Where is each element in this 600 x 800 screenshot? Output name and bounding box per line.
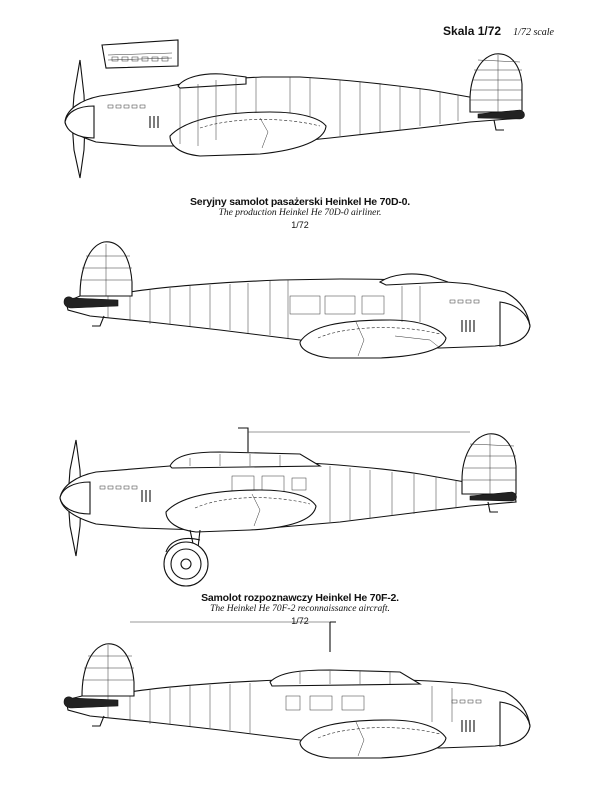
caption-title-pl: Samolot rozpoznawczy Heinkel He 70F-2. [201,592,399,604]
caption-title-en: The Heinkel He 70F-2 reconnaissance airc… [210,604,390,614]
caption-scale: 1/72 [291,616,309,626]
he70d0-left-profile [64,39,525,179]
scale-label-en: 1/72 scale [513,27,554,38]
he70f2-left-profile [59,427,517,587]
caption-title-en: The production Heinkel He 70D-0 airliner… [218,208,382,218]
caption-he70f2: Samolot rozpoznawczy Heinkel He 70F-2. T… [0,593,600,627]
scale-label-pl: Skala 1/72 [443,24,502,38]
caption-title-pl: Seryjny samolot pasażerski Heinkel He 70… [190,196,410,208]
scale-header: Skala 1/72 1/72 scale [443,24,554,38]
caption-scale: 1/72 [291,220,309,230]
caption-he70d0: Seryjny samolot pasażerski Heinkel He 70… [0,197,600,231]
he70f2-right-profile [63,621,531,759]
he70d0-right-profile [63,241,531,359]
